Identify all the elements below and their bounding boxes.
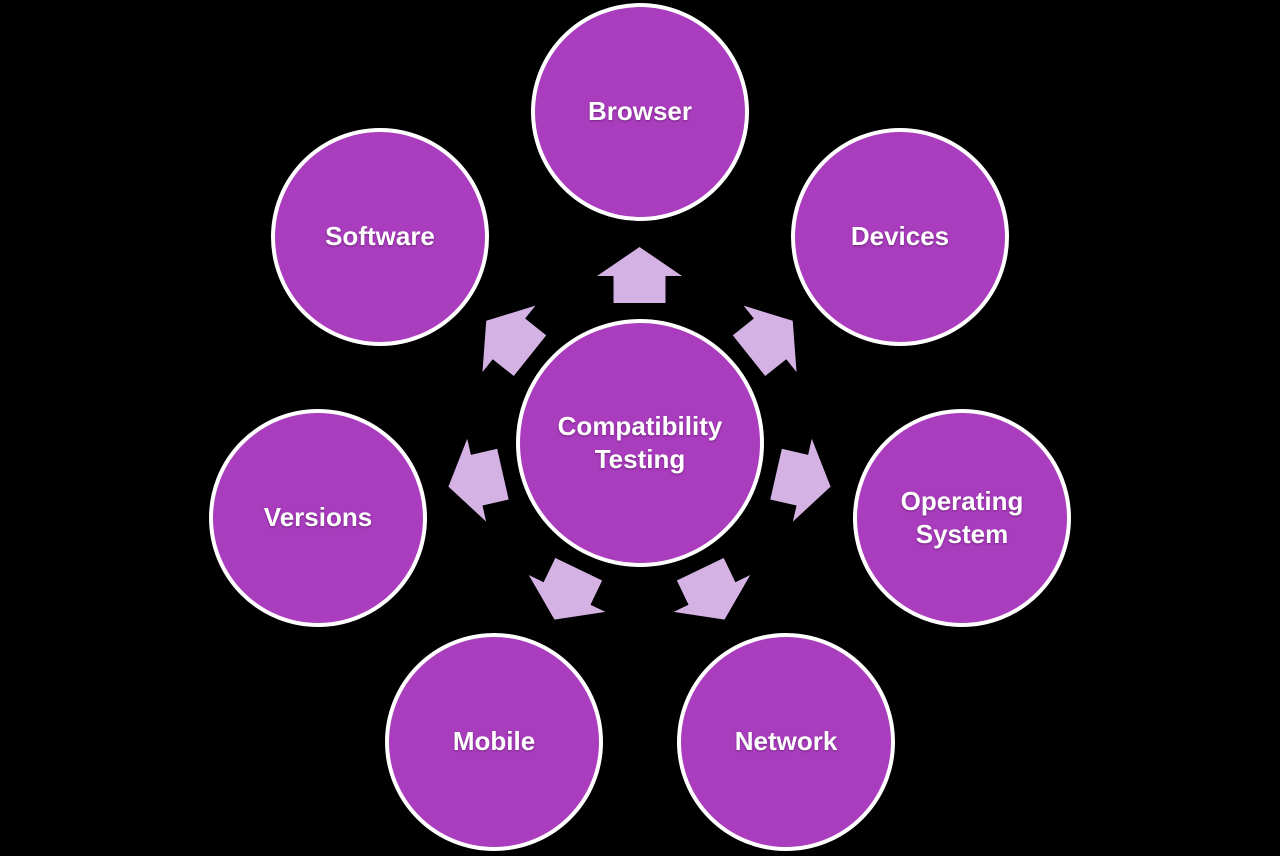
node-software: Software: [271, 128, 489, 346]
node-label: Devices: [850, 221, 950, 252]
node-versions: Versions: [209, 409, 427, 627]
node-mobile: Mobile: [385, 633, 603, 851]
arrow-to-browser-icon: [597, 247, 682, 303]
center-node-label: Compatibility Testing: [557, 410, 723, 474]
arrow-to-network-icon: [662, 551, 763, 638]
arrow-to-versions-icon: [439, 433, 513, 528]
arrow-to-mobile-icon: [516, 551, 617, 638]
node-devices: Devices: [791, 128, 1009, 346]
node-browser: Browser: [531, 3, 749, 221]
node-network: Network: [677, 633, 895, 851]
node-label: Browser: [587, 96, 693, 127]
node-label: Mobile: [452, 726, 536, 757]
node-label: Operating System: [900, 485, 1024, 549]
node-label: Versions: [263, 502, 373, 533]
arrow-to-software-icon: [460, 288, 557, 389]
arrow-to-operating-system-icon: [767, 433, 841, 528]
node-label: Network: [734, 726, 838, 757]
node-label: Software: [325, 221, 435, 252]
center-node-compatibility-testing: Compatibility Testing: [516, 319, 764, 567]
arrow-to-devices-icon: [722, 288, 819, 389]
node-operating-system: Operating System: [853, 409, 1071, 627]
